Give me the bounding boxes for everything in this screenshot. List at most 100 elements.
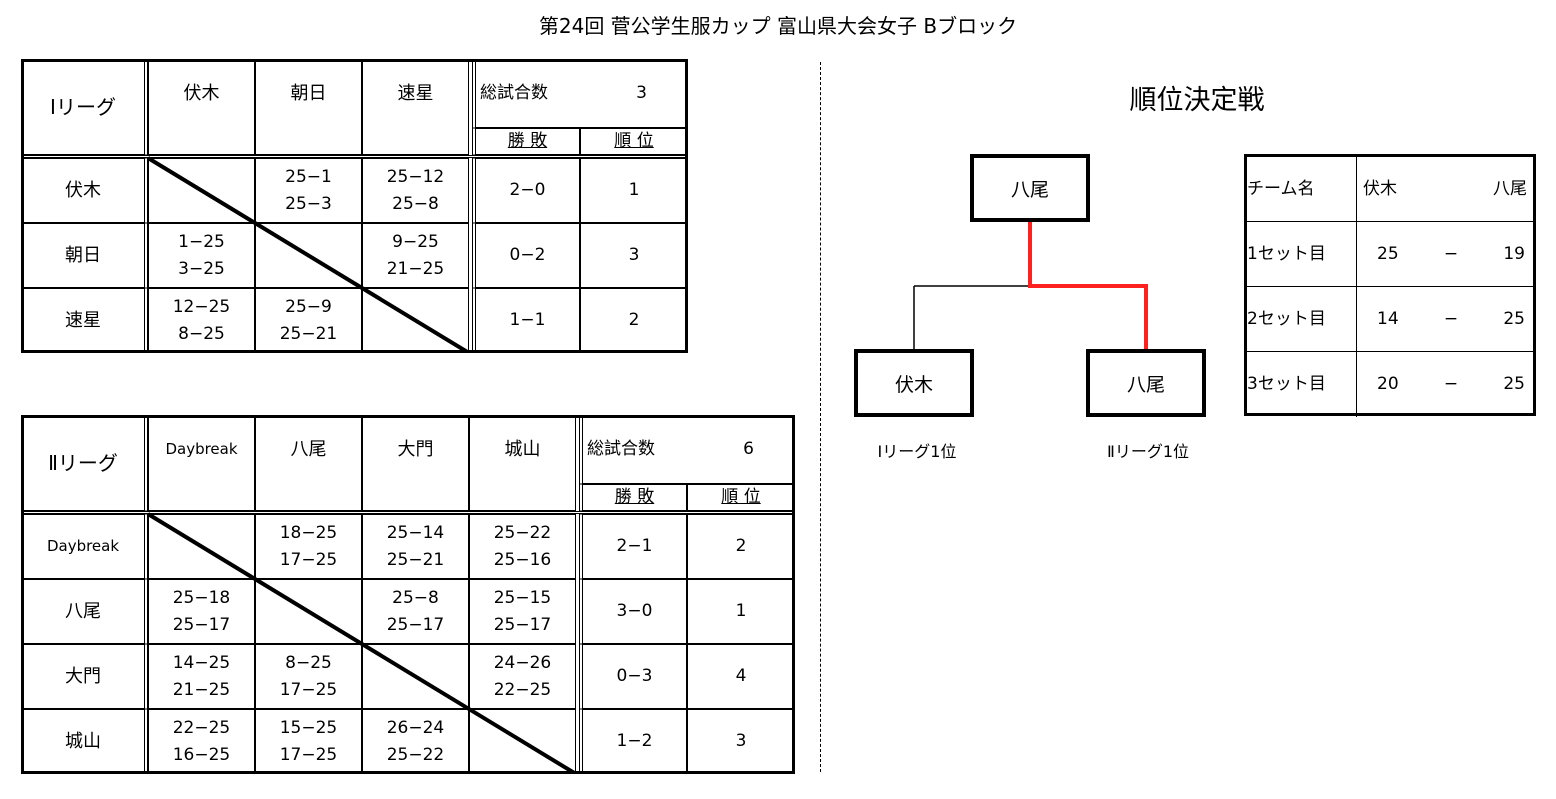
dash: −: [1443, 308, 1459, 329]
rank: 3: [687, 709, 795, 774]
row-team: 速星: [21, 288, 148, 353]
header-divider: [21, 511, 795, 514]
set-label: 2セット目: [1247, 287, 1357, 352]
column-header: Daybreak: [148, 415, 255, 511]
left-team-label: Ⅰリーグ1位: [877, 442, 957, 461]
rank: 1: [580, 158, 688, 223]
score-cell: 18−25 17−25: [255, 514, 362, 579]
score-cell: [148, 158, 255, 223]
score-cell: 22−25 16−25: [148, 709, 255, 774]
column-header: 八尾: [255, 415, 362, 511]
column-header: 朝日: [255, 59, 362, 155]
total-label: 総試合数: [480, 83, 548, 103]
row-team: 八尾: [21, 579, 148, 644]
score-cell: [362, 644, 469, 709]
row-team: Daybreak: [21, 514, 148, 579]
divider: [820, 62, 821, 772]
score-a: 14: [1377, 308, 1399, 329]
bracket-line-winner: [1028, 220, 1148, 352]
table-border: [21, 59, 688, 353]
set-score: 25 − 19: [1357, 222, 1533, 287]
diagonal-line: [146, 512, 578, 774]
score-cell: 25−8 25−17: [362, 579, 469, 644]
score-cell: 26−24 25−22: [362, 709, 469, 774]
left-team-box: 伏木: [854, 349, 974, 417]
wl-header: 勝 敗: [579, 484, 687, 511]
score-b: 25: [1503, 308, 1525, 329]
column-header: 大門: [362, 415, 469, 511]
total-value: 6: [743, 439, 754, 459]
rank: 3: [580, 223, 688, 288]
page-title: 第24回 菅公学生服カップ 富山県大会女子 Bブロック: [538, 14, 1018, 38]
score-cell: [362, 288, 469, 353]
score-cell: 24−26 22−25: [469, 644, 576, 709]
rank: 2: [580, 288, 688, 353]
score-cell: 25−14 25−21: [362, 514, 469, 579]
right-team-box: 八尾: [1086, 349, 1206, 417]
score-cell: 25−18 25−17: [148, 579, 255, 644]
result-team-b: 八尾: [1493, 178, 1527, 199]
score-cell: 25−9 25−21: [255, 288, 362, 353]
score-cell: 1−25 3−25: [148, 223, 255, 288]
total-label: 総試合数: [587, 439, 655, 459]
win-loss: 2−0: [472, 158, 580, 223]
right-team-label: Ⅱリーグ1位: [1106, 442, 1190, 461]
score-cell: 25−12 25−8: [362, 158, 469, 223]
win-loss: 0−3: [579, 644, 687, 709]
total-games: 総試合数 3: [472, 59, 688, 128]
score-cell: 9−25 21−25: [362, 223, 469, 288]
score-cell: 14−25 21−25: [148, 644, 255, 709]
set-score: 20 − 25: [1357, 352, 1533, 417]
set-score: 14 − 25: [1357, 287, 1533, 352]
score-cell: 25−22 25−16: [469, 514, 576, 579]
playoff-title: 順位決定戦: [1129, 85, 1265, 116]
column-header: 伏木: [148, 59, 255, 155]
rank: 4: [687, 644, 795, 709]
rank-header: 順 位: [580, 128, 688, 155]
diagonal-line: [146, 156, 471, 353]
table-border: [21, 415, 795, 774]
diagonal-line: [146, 156, 471, 353]
league2-name: Ⅱリーグ: [21, 415, 148, 511]
wl-header: 勝 敗: [472, 128, 580, 155]
score-cell: [255, 579, 362, 644]
set-label: 3セット目: [1247, 352, 1357, 417]
total-value: 3: [636, 83, 647, 103]
diagonal-line: [146, 512, 578, 774]
league1-name: Ⅰリーグ: [21, 59, 148, 155]
result-team-a: 伏木: [1363, 178, 1397, 199]
result-header: チーム名: [1247, 157, 1357, 222]
header-divider: [21, 155, 688, 158]
rank-header: 順 位: [687, 484, 795, 511]
set-label: 1セット目: [1247, 222, 1357, 287]
win-loss: 0−2: [472, 223, 580, 288]
row-team: 大門: [21, 644, 148, 709]
column-header: 速星: [362, 59, 469, 155]
result-teams: 伏木 八尾: [1357, 157, 1533, 222]
score-cell: [255, 223, 362, 288]
total-games: 総試合数 6: [579, 415, 795, 484]
dash: −: [1443, 374, 1459, 394]
win-loss: 3−0: [579, 579, 687, 644]
win-loss: 2−1: [579, 514, 687, 579]
row-team: 城山: [21, 709, 148, 774]
winner-box: 八尾: [970, 154, 1090, 222]
score-a: 25: [1377, 243, 1399, 264]
score-cell: 8−25 17−25: [255, 644, 362, 709]
score-cell: 12−25 8−25: [148, 288, 255, 353]
column-header: 城山: [469, 415, 576, 511]
score-cell: 25−1 25−3: [255, 158, 362, 223]
score-a: 20: [1377, 374, 1399, 394]
score-cell: 15−25 17−25: [255, 709, 362, 774]
score-cell: [469, 709, 576, 774]
score-cell: [148, 514, 255, 579]
row-team: 伏木: [21, 158, 148, 223]
score-cell: 25−15 25−17: [469, 579, 576, 644]
score-b: 19: [1503, 243, 1525, 264]
score-b: 25: [1503, 374, 1525, 394]
win-loss: 1−2: [579, 709, 687, 774]
dash: −: [1443, 243, 1459, 264]
